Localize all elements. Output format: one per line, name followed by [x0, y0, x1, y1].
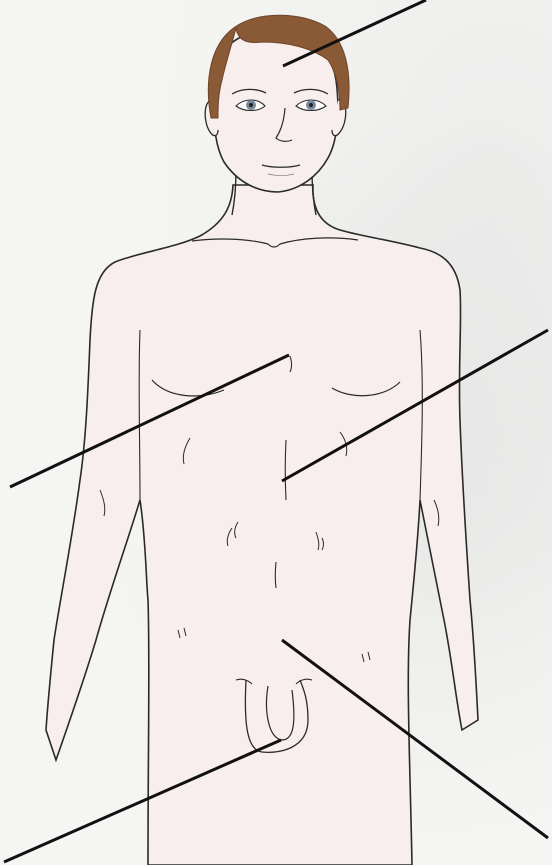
- torso-and-arms-outline: [46, 185, 478, 865]
- head-outline: [212, 31, 338, 192]
